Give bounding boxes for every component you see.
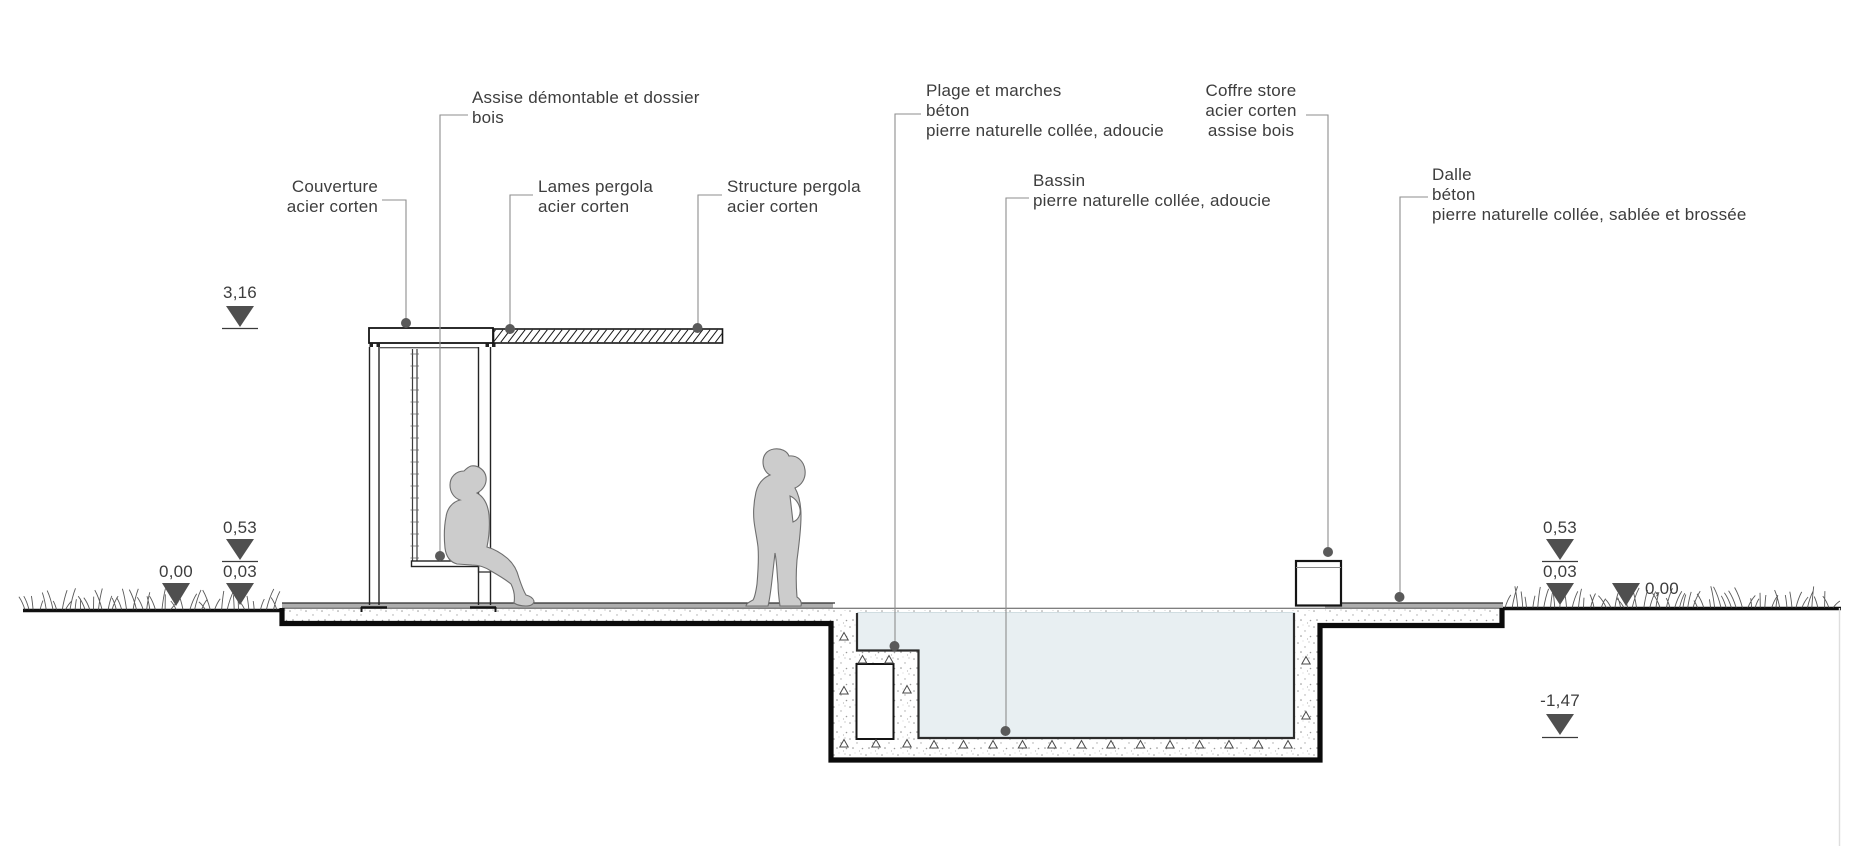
label-coffre: Coffre store acier corten assise bois xyxy=(1176,81,1326,141)
marker-triangle-3-16 xyxy=(226,306,254,327)
marker-triangle-left-0-00 xyxy=(162,583,190,606)
grass-left xyxy=(18,588,281,611)
leader-bassin xyxy=(1005,197,1029,728)
insulation-triangles xyxy=(838,631,1312,749)
label-bassin-line2: pierre naturelle collée, adoucie xyxy=(1033,191,1271,210)
elevation-value-3-16: 3,16 xyxy=(223,283,257,302)
elevation-value-left-0-00: 0,00 xyxy=(159,562,193,581)
leader-coffre xyxy=(1306,114,1329,549)
pergola-structure xyxy=(360,327,724,612)
label-coffre-line1: Coffre store xyxy=(1205,81,1297,100)
label-assise-line2: bois xyxy=(472,108,504,127)
leader-dots xyxy=(401,318,1405,736)
pool-water xyxy=(857,612,1295,739)
lames-hatching xyxy=(493,329,723,343)
deck-bed-right xyxy=(1325,609,1503,622)
label-coffre-line2: acier corten xyxy=(1205,101,1297,120)
marker-triangle-right-0-53 xyxy=(1546,539,1574,560)
label-structure-line2: acier corten xyxy=(727,197,819,216)
label-dalle-line1: Dalle xyxy=(1432,165,1472,184)
pool-concrete-shell xyxy=(831,610,1320,760)
label-bassin-line1: Bassin xyxy=(1033,171,1086,190)
marker-triangle-left-0-03 xyxy=(226,583,254,605)
bench-backrest xyxy=(410,349,419,561)
marker-triangle-minus-1-47 xyxy=(1546,714,1574,735)
coffre-store-box xyxy=(1294,559,1343,607)
label-lames-line1: Lames pergola xyxy=(538,177,654,196)
bench-seat-edge xyxy=(477,566,491,573)
label-couverture-line2: acier corten xyxy=(286,197,378,216)
human-figures xyxy=(443,448,806,607)
seated-person-silhouette xyxy=(443,465,535,607)
post-foot-plates xyxy=(360,606,497,612)
pool-inner-wall-line xyxy=(855,613,1296,740)
pool-drain-box xyxy=(855,663,895,740)
label-bassin: Bassin pierre naturelle collée, adoucie xyxy=(1033,171,1271,211)
deck-slab xyxy=(282,602,1503,622)
label-dalle-line2: béton xyxy=(1432,185,1476,204)
leader-plage xyxy=(894,113,921,643)
label-dalle-line3: pierre naturelle collée, sablée et bross… xyxy=(1432,205,1747,224)
leader-couverture xyxy=(382,199,407,320)
label-plage-line1: Plage et marches xyxy=(926,81,1062,100)
pergola-roof-slab xyxy=(368,327,494,344)
label-plage-line2: béton xyxy=(926,101,970,120)
ground-terrain xyxy=(18,586,1841,846)
label-assise-line1: Assise démontable et dossier xyxy=(472,88,700,107)
roof-connectors xyxy=(369,343,496,347)
elevation-value-left-0-53: 0,53 xyxy=(223,518,257,537)
deck-surface-right xyxy=(1325,603,1503,609)
label-structure-line1: Structure pergola xyxy=(727,177,861,196)
elevation-marker-triangles xyxy=(162,306,1640,735)
label-lames-line2: acier corten xyxy=(538,197,630,216)
label-assise: Assise démontable et dossier bois xyxy=(472,88,700,128)
label-lames: Lames pergola acier corten xyxy=(538,177,653,217)
leader-structure xyxy=(697,194,722,325)
elevation-value-left-0-03: 0,03 xyxy=(223,562,257,581)
marker-triangle-left-0-53 xyxy=(226,539,254,560)
label-plage-line3: pierre naturelle collée, adoucie xyxy=(926,121,1164,140)
elevation-value-minus-1-47: -1,47 xyxy=(1540,691,1580,710)
leader-dalle xyxy=(1399,196,1428,594)
leader-assise xyxy=(439,114,468,553)
label-structure: Structure pergola acier corten xyxy=(727,177,861,217)
leader-lines xyxy=(382,113,1428,728)
elevation-value-right-0-03: 0,03 xyxy=(1543,562,1577,581)
label-couverture: Couverture acier corten xyxy=(178,177,378,217)
elevation-value-right-0-53: 0,53 xyxy=(1543,518,1577,537)
deck-surface-left xyxy=(282,603,833,609)
marker-triangle-right-0-03 xyxy=(1546,583,1574,605)
section-cut-heavy-line xyxy=(279,608,1505,763)
label-couverture-line1: Couverture xyxy=(291,177,378,196)
label-coffre-line3: assise bois xyxy=(1207,121,1295,140)
grass-right xyxy=(1504,586,1841,609)
label-plage: Plage et marches béton pierre naturelle … xyxy=(926,81,1164,141)
standing-person-silhouette xyxy=(745,448,806,607)
deck-bed-left xyxy=(282,609,833,621)
pool-basin xyxy=(279,608,1505,763)
elevation-value-right-0-00: 0,00 xyxy=(1645,579,1679,598)
marker-triangle-right-0-00 xyxy=(1612,583,1640,606)
label-dalle: Dalle béton pierre naturelle collée, sab… xyxy=(1432,165,1747,225)
leader-lames xyxy=(509,194,533,326)
elevation-marker-underlines xyxy=(222,327,1578,739)
